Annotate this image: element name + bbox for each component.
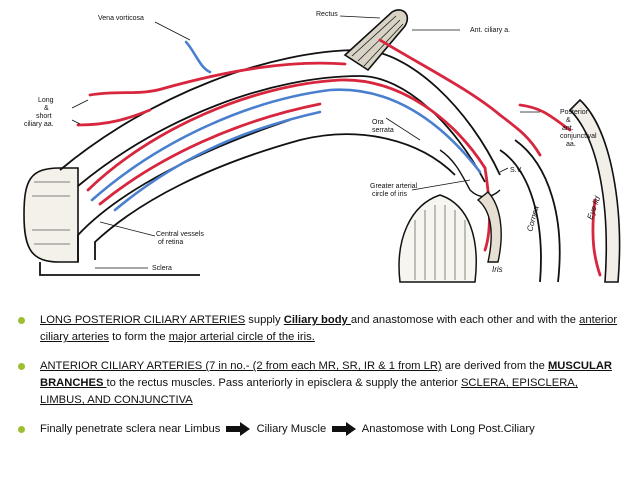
label-cvr-1: Central vessels — [156, 231, 204, 238]
bullet-dot — [18, 426, 25, 433]
note-text: Ciliary Muscle — [256, 423, 327, 435]
label-iris: Iris — [492, 265, 503, 274]
term-long-posterior-ciliary: LONG POSTERIOR CILIARY ARTERIES — [40, 314, 246, 326]
label-long-short-3: short — [36, 113, 52, 120]
label-ora-2: serrata — [372, 127, 394, 134]
label-eyelid: Eye lid — [585, 195, 602, 221]
label-long-short-2: & — [44, 105, 49, 112]
label-cvr-2: of retina — [158, 239, 183, 246]
label-post-2: & — [566, 117, 571, 124]
lens-lines — [414, 205, 466, 280]
note-anterior-ciliary: ANTERIOR CILIARY ARTERIES (7 in no.- (2 … — [18, 358, 624, 409]
label-post-1: Posterior — [560, 109, 589, 116]
note-text: supply — [245, 314, 284, 326]
label-post-5: aa. — [566, 141, 576, 148]
note-finally: Finally penetrate sclera near Limbus Cil… — [18, 421, 624, 438]
eyelid — [568, 98, 621, 283]
bullet-dot — [18, 317, 25, 324]
note-text: Anastomose with Long Post.Ciliary — [361, 423, 535, 435]
term-anterior-ciliary-arteries: ANTERIOR CILIARY ARTERIES (7 in no.- (2 … — [40, 360, 442, 372]
note-text: to form the — [109, 331, 169, 343]
label-post-3: ant. — [562, 125, 574, 132]
label-vena-vorticosa: Vena vorticosa — [98, 15, 144, 22]
arteries — [76, 38, 602, 277]
label-gac-1: Greater arterial — [370, 183, 418, 190]
label-long-short-1: Long — [38, 97, 54, 104]
note-text: and anastomose with each other and with … — [350, 314, 580, 326]
label-ant-ciliary: Ant. ciliary a. — [470, 27, 510, 34]
ciliary-circulation-diagram: Vena vorticosa Rectus Ant. ciliary a. Lo… — [23, 9, 621, 283]
label-ora-1: Ora — [372, 119, 384, 126]
term-ciliary-body: Ciliary body — [283, 314, 351, 326]
note-text: are derived from the — [441, 360, 548, 372]
note-long-posterior: LONG POSTERIOR CILIARY ARTERIES supply C… — [18, 312, 624, 346]
term-sclera-episclera: SCLERA, EPISCLERA, LIMBUS, AND CONJUNCTI… — [40, 377, 578, 406]
leader-lines — [71, 15, 540, 269]
label-rectus: Rectus — [316, 11, 338, 18]
iris — [476, 191, 502, 263]
optic-nerve — [23, 167, 79, 263]
term-muscular-branches: MUSCULAR BRANCHES — [40, 360, 612, 389]
label-sclera: Sclera — [152, 265, 172, 272]
notes-list: LONG POSTERIOR CILIARY ARTERIES supply C… — [18, 312, 624, 450]
cornea — [499, 149, 542, 283]
note-text: to the rectus muscles. Pass anteriorly i… — [106, 377, 461, 389]
note-text: Finally penetrate sclera near Limbus — [40, 423, 221, 435]
lens — [398, 194, 477, 283]
rectus-muscle — [343, 9, 409, 72]
bullet-dot — [18, 363, 25, 370]
term-anterior-ciliary: anterior ciliary arteries — [40, 314, 618, 343]
arrow-right-icon — [332, 422, 357, 437]
label-post-4: conjunctival — [560, 133, 597, 140]
label-sv: S.V. — [510, 167, 523, 174]
label-long-short-4: ciliary aa. — [24, 121, 54, 128]
term-major-arterial-circle: major arterial circle of the iris. — [168, 331, 315, 343]
veins — [90, 40, 482, 212]
arrow-right-icon — [226, 422, 251, 437]
label-gac-2: circle of iris — [372, 191, 408, 198]
